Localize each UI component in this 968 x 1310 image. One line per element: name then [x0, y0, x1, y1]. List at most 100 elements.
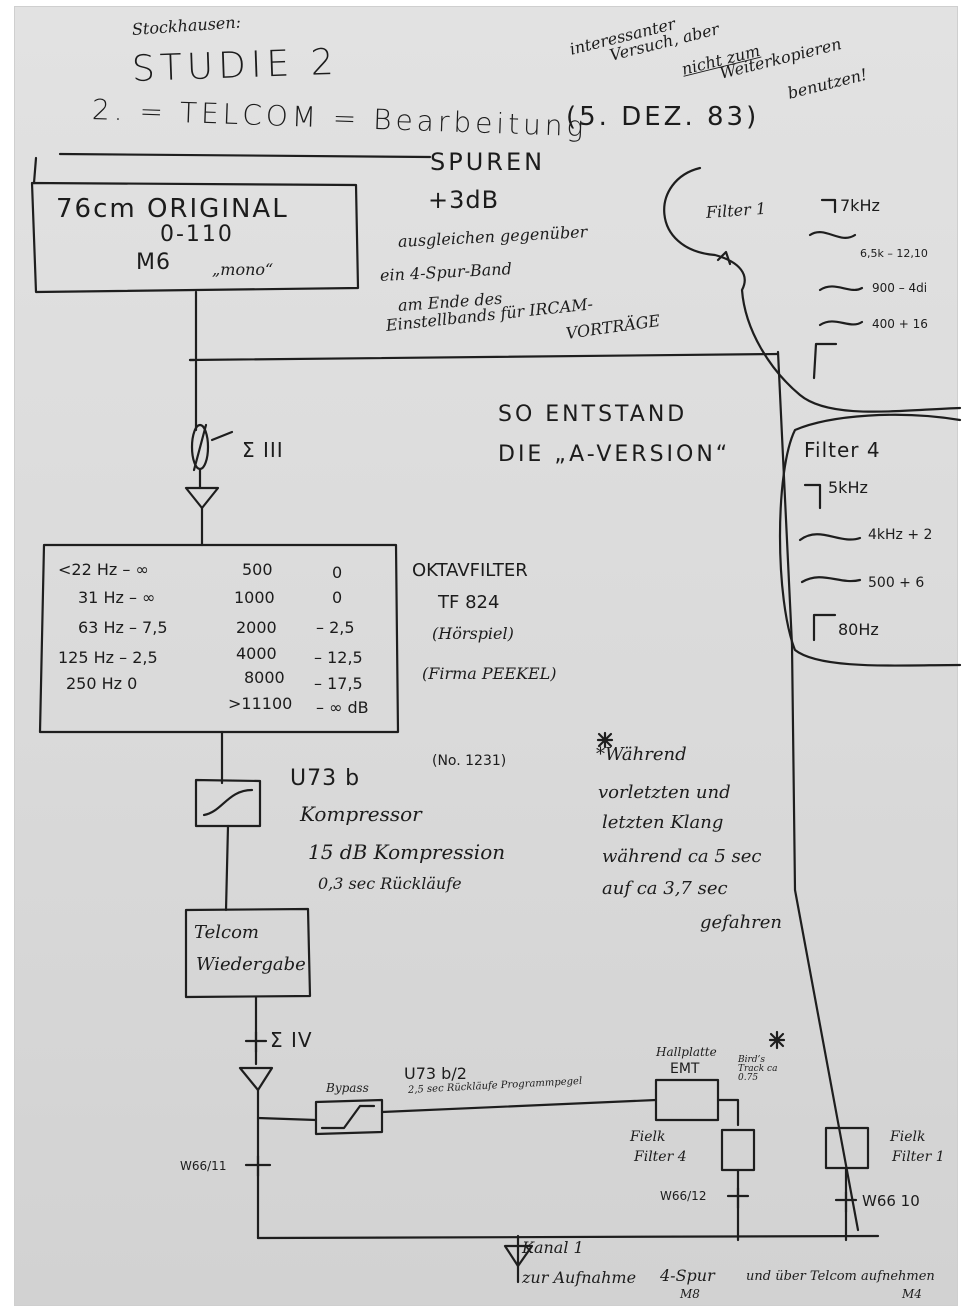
star-note-line: während ca 5 sec [602, 846, 762, 867]
original-line1: 76cm ORIGINAL [56, 194, 289, 224]
w66-11-label: W66/11 [180, 1159, 227, 1173]
fader-1-stroke [192, 423, 208, 472]
outline-left [32, 156, 38, 185]
bypass-curve [320, 1104, 376, 1130]
w66-10-label: W66 10 [862, 1192, 920, 1210]
original-line3: M6 [136, 250, 171, 275]
table-cell: – 12,5 [314, 648, 363, 667]
outline-top [58, 152, 432, 159]
telcom-box [184, 907, 312, 999]
table-cell: 500 [242, 560, 273, 579]
spuren-gain: +3dB [428, 186, 500, 214]
filter4-cloud [778, 413, 962, 667]
bottom-note-c: M8 [680, 1287, 700, 1301]
plate-box [654, 1078, 720, 1122]
version-line1: SO ENTSTAND [498, 402, 688, 427]
filter4-label: Filter 4 [804, 438, 881, 462]
bottom-note-a: zur Aufnahme [522, 1268, 637, 1287]
compressor-curve [202, 788, 254, 817]
fielk1-line: Filter 1 [892, 1149, 945, 1165]
spuren-title: SPUREN [430, 148, 546, 176]
filter1-cloud [663, 166, 962, 413]
fielk1-line: Fielk [890, 1129, 926, 1145]
filter1-item: 6,5k – 12,10 [860, 247, 928, 260]
serial-number: (No. 1231) [432, 753, 507, 769]
bottom-bus [256, 1234, 880, 1240]
original-line4: „mono“ [212, 260, 274, 279]
filter1-label: Filter 1 [705, 198, 767, 222]
bypass-model: U73 b/2 [404, 1064, 467, 1083]
kanal-label: Kanal 1 [522, 1238, 584, 1257]
table-cell: 8000 [244, 668, 285, 687]
filter1-box [824, 1126, 870, 1170]
filter4-item: 5kHz [828, 478, 868, 497]
table-cell: 250 Hz 0 [66, 674, 138, 693]
compressor-label: Kompressor [300, 802, 422, 826]
star-note-line: *Während [596, 744, 687, 765]
bottom-note-e: M4 [902, 1287, 922, 1301]
signal-line-horizontal [188, 352, 780, 362]
bottom-note-d: und über Telcom aufnehmen [746, 1269, 935, 1284]
compressor-box [194, 778, 262, 828]
amp-triangle-3 [503, 1244, 534, 1268]
sigma-4: Σ IV [270, 1028, 313, 1052]
bypass-label: Bypass [326, 1081, 369, 1095]
outline-right-vertical [776, 350, 860, 1232]
bottom-note-b: 4-Spur [660, 1266, 715, 1285]
table-cell: 0 [332, 588, 343, 607]
octave-note-4: (Firma PEEKEL) [422, 664, 557, 683]
table-cell: <22 Hz – ∞ [58, 560, 149, 579]
filter4-item: 4kHz + 2 [868, 527, 933, 543]
compressor-time: 0,3 sec Rückläufe [318, 874, 462, 893]
table-cell: – ∞ dB [316, 698, 369, 717]
filter1-item: 7kHz [840, 196, 880, 215]
page-title: STUDIE 2 [131, 41, 340, 90]
telcom-line2: Wiedergabe [196, 954, 306, 975]
octave-box [38, 543, 400, 734]
bypass-box [314, 1098, 384, 1136]
amp-triangle-2 [238, 1066, 274, 1092]
table-cell: 63 Hz – 7,5 [78, 618, 168, 637]
original-box [30, 181, 360, 294]
plate-label: Hallplatte [656, 1045, 717, 1059]
bypass-line [256, 1116, 318, 1122]
compressor-amount: 15 dB Kompression [308, 840, 506, 864]
filter1-item: 400 + 16 [872, 317, 928, 331]
filter4-item: 80Hz [838, 620, 879, 639]
star-note-line: vorletzten und [598, 782, 731, 803]
date: (5. DEZ. 83) [566, 102, 760, 132]
octave-note-1: OKTAVFILTER [412, 560, 528, 581]
filter1-item: 900 – 4di [872, 281, 928, 295]
filter4-box [720, 1128, 756, 1172]
compressor-model: U73 b [290, 766, 361, 791]
fielk4-line: Fielk [630, 1129, 666, 1145]
fielk4-line: Filter 4 [634, 1149, 687, 1165]
paper-sheet [14, 6, 958, 1306]
octave-note-3: (Hörspiel) [432, 624, 514, 643]
table-cell: 2000 [236, 618, 277, 637]
original-line2: 0-110 [160, 222, 234, 247]
table-cell: 1000 [234, 588, 275, 607]
table-cell: – 17,5 [314, 674, 363, 693]
table-cell: 125 Hz – 2,5 [58, 648, 158, 667]
telcom-line1: Telcom [194, 922, 260, 943]
w66-12-label: W66/12 [660, 1189, 707, 1203]
filter4-item: 500 + 6 [868, 575, 925, 591]
star-note-line: gefahren [700, 912, 783, 933]
fader-2 [244, 1030, 268, 1054]
star-note-line: auf ca 3,7 sec [602, 878, 728, 899]
version-line2: DIE „A-VERSION“ [498, 442, 731, 467]
table-cell: – 2,5 [316, 618, 355, 637]
sigma-3: Σ III [242, 438, 284, 462]
table-cell: 31 Hz – ∞ [78, 588, 156, 607]
plate-model: EMT [670, 1061, 700, 1077]
star-note-line: letzten Klang [602, 812, 724, 833]
amp-triangle-1 [184, 486, 220, 510]
plate-note: Bird’s Track ca 0.75 [738, 1055, 778, 1083]
table-cell: 0 [332, 563, 343, 582]
table-cell: 4000 [236, 644, 277, 663]
table-cell: >11100 [228, 694, 293, 713]
octave-note-2: TF 824 [438, 592, 500, 613]
